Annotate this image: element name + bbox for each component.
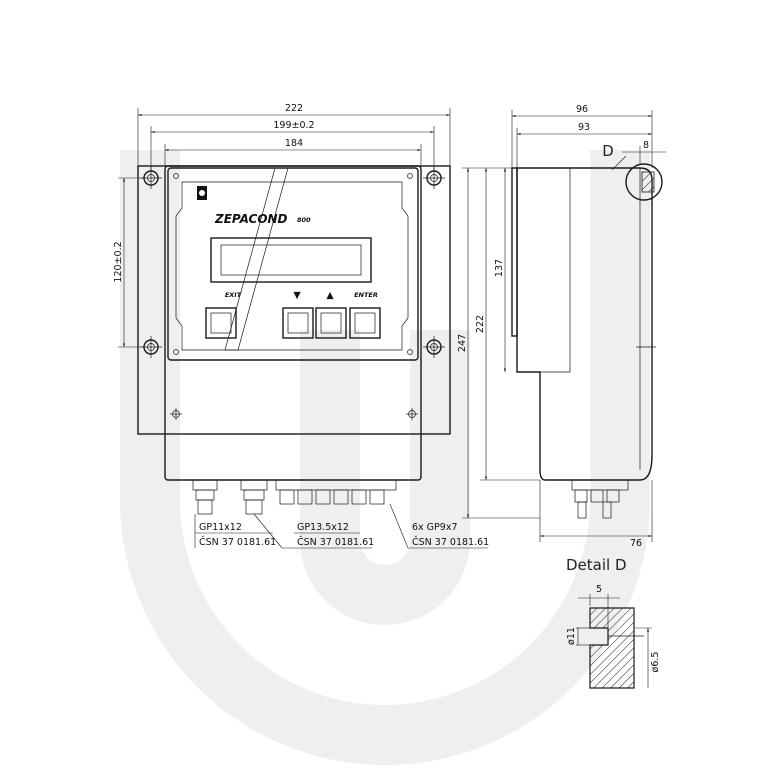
svg-text:ČSN 37 0181.61: ČSN 37 0181.61 bbox=[297, 536, 374, 548]
side-glands bbox=[571, 479, 629, 519]
svg-text:ČSN 37 0181.61: ČSN 37 0181.61 bbox=[412, 536, 489, 548]
svg-text:ČSN 37 0181.61: ČSN 37 0181.61 bbox=[199, 536, 276, 548]
down-button[interactable] bbox=[282, 307, 314, 339]
cable-gland-gp13 bbox=[240, 479, 268, 515]
dimension-height-upper: 137 bbox=[494, 168, 507, 372]
dimension-height-body: 222 bbox=[475, 168, 540, 481]
front-panel-inner bbox=[175, 181, 409, 351]
cable-gland-row bbox=[275, 479, 397, 505]
front-view: ZEPACOND 800 EXIT ▼ ▲ ENTER 22 bbox=[113, 103, 489, 549]
front-panel bbox=[167, 167, 419, 361]
svg-text:GP11x12: GP11x12 bbox=[199, 522, 242, 533]
gland-annotation-2: GP13.5x12 ČSN 37 0181.61 bbox=[253, 513, 374, 549]
svg-text:D: D bbox=[602, 142, 614, 160]
svg-text:GP13.5x12: GP13.5x12 bbox=[297, 522, 349, 533]
dimension-base-depth: 76 bbox=[539, 480, 653, 549]
enter-label: ENTER bbox=[354, 291, 378, 299]
svg-text:96: 96 bbox=[576, 104, 588, 115]
svg-text:120±0.2: 120±0.2 bbox=[113, 241, 124, 282]
gland-annotation-3: 6x GP9x7 ČSN 37 0181.61 bbox=[389, 503, 489, 549]
svg-text:222: 222 bbox=[285, 103, 303, 114]
housing bbox=[164, 165, 422, 481]
detail-title: Detail D bbox=[566, 556, 627, 574]
dimension-depth-body: 93 bbox=[516, 122, 652, 168]
svg-text:8: 8 bbox=[643, 140, 649, 151]
side-upper-body bbox=[516, 167, 653, 481]
up-button[interactable] bbox=[315, 307, 347, 339]
cable-gland-gp11 bbox=[192, 479, 218, 515]
svg-text:ø11: ø11 bbox=[566, 627, 577, 645]
gland-annotation-1: GP11x12 ČSN 37 0181.61 bbox=[194, 514, 276, 548]
svg-text:184: 184 bbox=[285, 138, 303, 149]
panel-screw bbox=[407, 173, 413, 179]
lcd-display bbox=[210, 237, 372, 283]
panel-screw bbox=[407, 349, 413, 355]
svg-text:222: 222 bbox=[475, 315, 486, 333]
detail-d-marker bbox=[625, 163, 663, 201]
svg-text:5: 5 bbox=[596, 584, 602, 595]
detail-d: Detail D 5 ø11 ø6.5 bbox=[566, 556, 661, 689]
dimension-hole-spacing: 199±0.2 bbox=[150, 120, 435, 171]
mounting-hole bbox=[423, 336, 445, 358]
side-view: D 96 93 8 247 222 137 bbox=[457, 104, 666, 549]
svg-text:137: 137 bbox=[494, 259, 505, 277]
panel-screw bbox=[173, 173, 179, 179]
svg-text:6x GP9x7: 6x GP9x7 bbox=[412, 522, 458, 533]
enter-button[interactable] bbox=[349, 307, 381, 339]
dimension-detail-width: 8 bbox=[622, 140, 666, 165]
svg-text:199±0.2: 199±0.2 bbox=[273, 120, 314, 131]
svg-text:247: 247 bbox=[457, 334, 468, 352]
brand-model: 800 bbox=[297, 216, 311, 224]
lower-screw bbox=[406, 408, 418, 420]
down-label: ▼ bbox=[293, 290, 301, 301]
up-label: ▲ bbox=[326, 290, 334, 301]
lower-screw bbox=[170, 408, 182, 420]
dimension-depth-total: 96 bbox=[511, 104, 653, 168]
ribbon-cable bbox=[224, 167, 289, 351]
dimension-width-total: 222 bbox=[137, 103, 451, 166]
panel-screw bbox=[173, 349, 179, 355]
dimension-inner-width: 184 bbox=[164, 138, 422, 166]
svg-text:ø6.5: ø6.5 bbox=[650, 652, 661, 673]
wall-plate bbox=[511, 167, 518, 337]
watermark-logo bbox=[120, 150, 650, 765]
detail-section bbox=[589, 607, 635, 689]
svg-text:76: 76 bbox=[630, 538, 642, 549]
exit-button[interactable] bbox=[205, 307, 237, 339]
dimension-hole-vertical: 120±0.2 bbox=[113, 177, 144, 348]
brand-name: ZEPACOND bbox=[214, 212, 288, 226]
exit-label: EXIT bbox=[225, 291, 242, 299]
svg-text:93: 93 bbox=[578, 122, 590, 133]
lcd-window bbox=[220, 244, 362, 276]
company-logo-icon bbox=[197, 186, 207, 200]
